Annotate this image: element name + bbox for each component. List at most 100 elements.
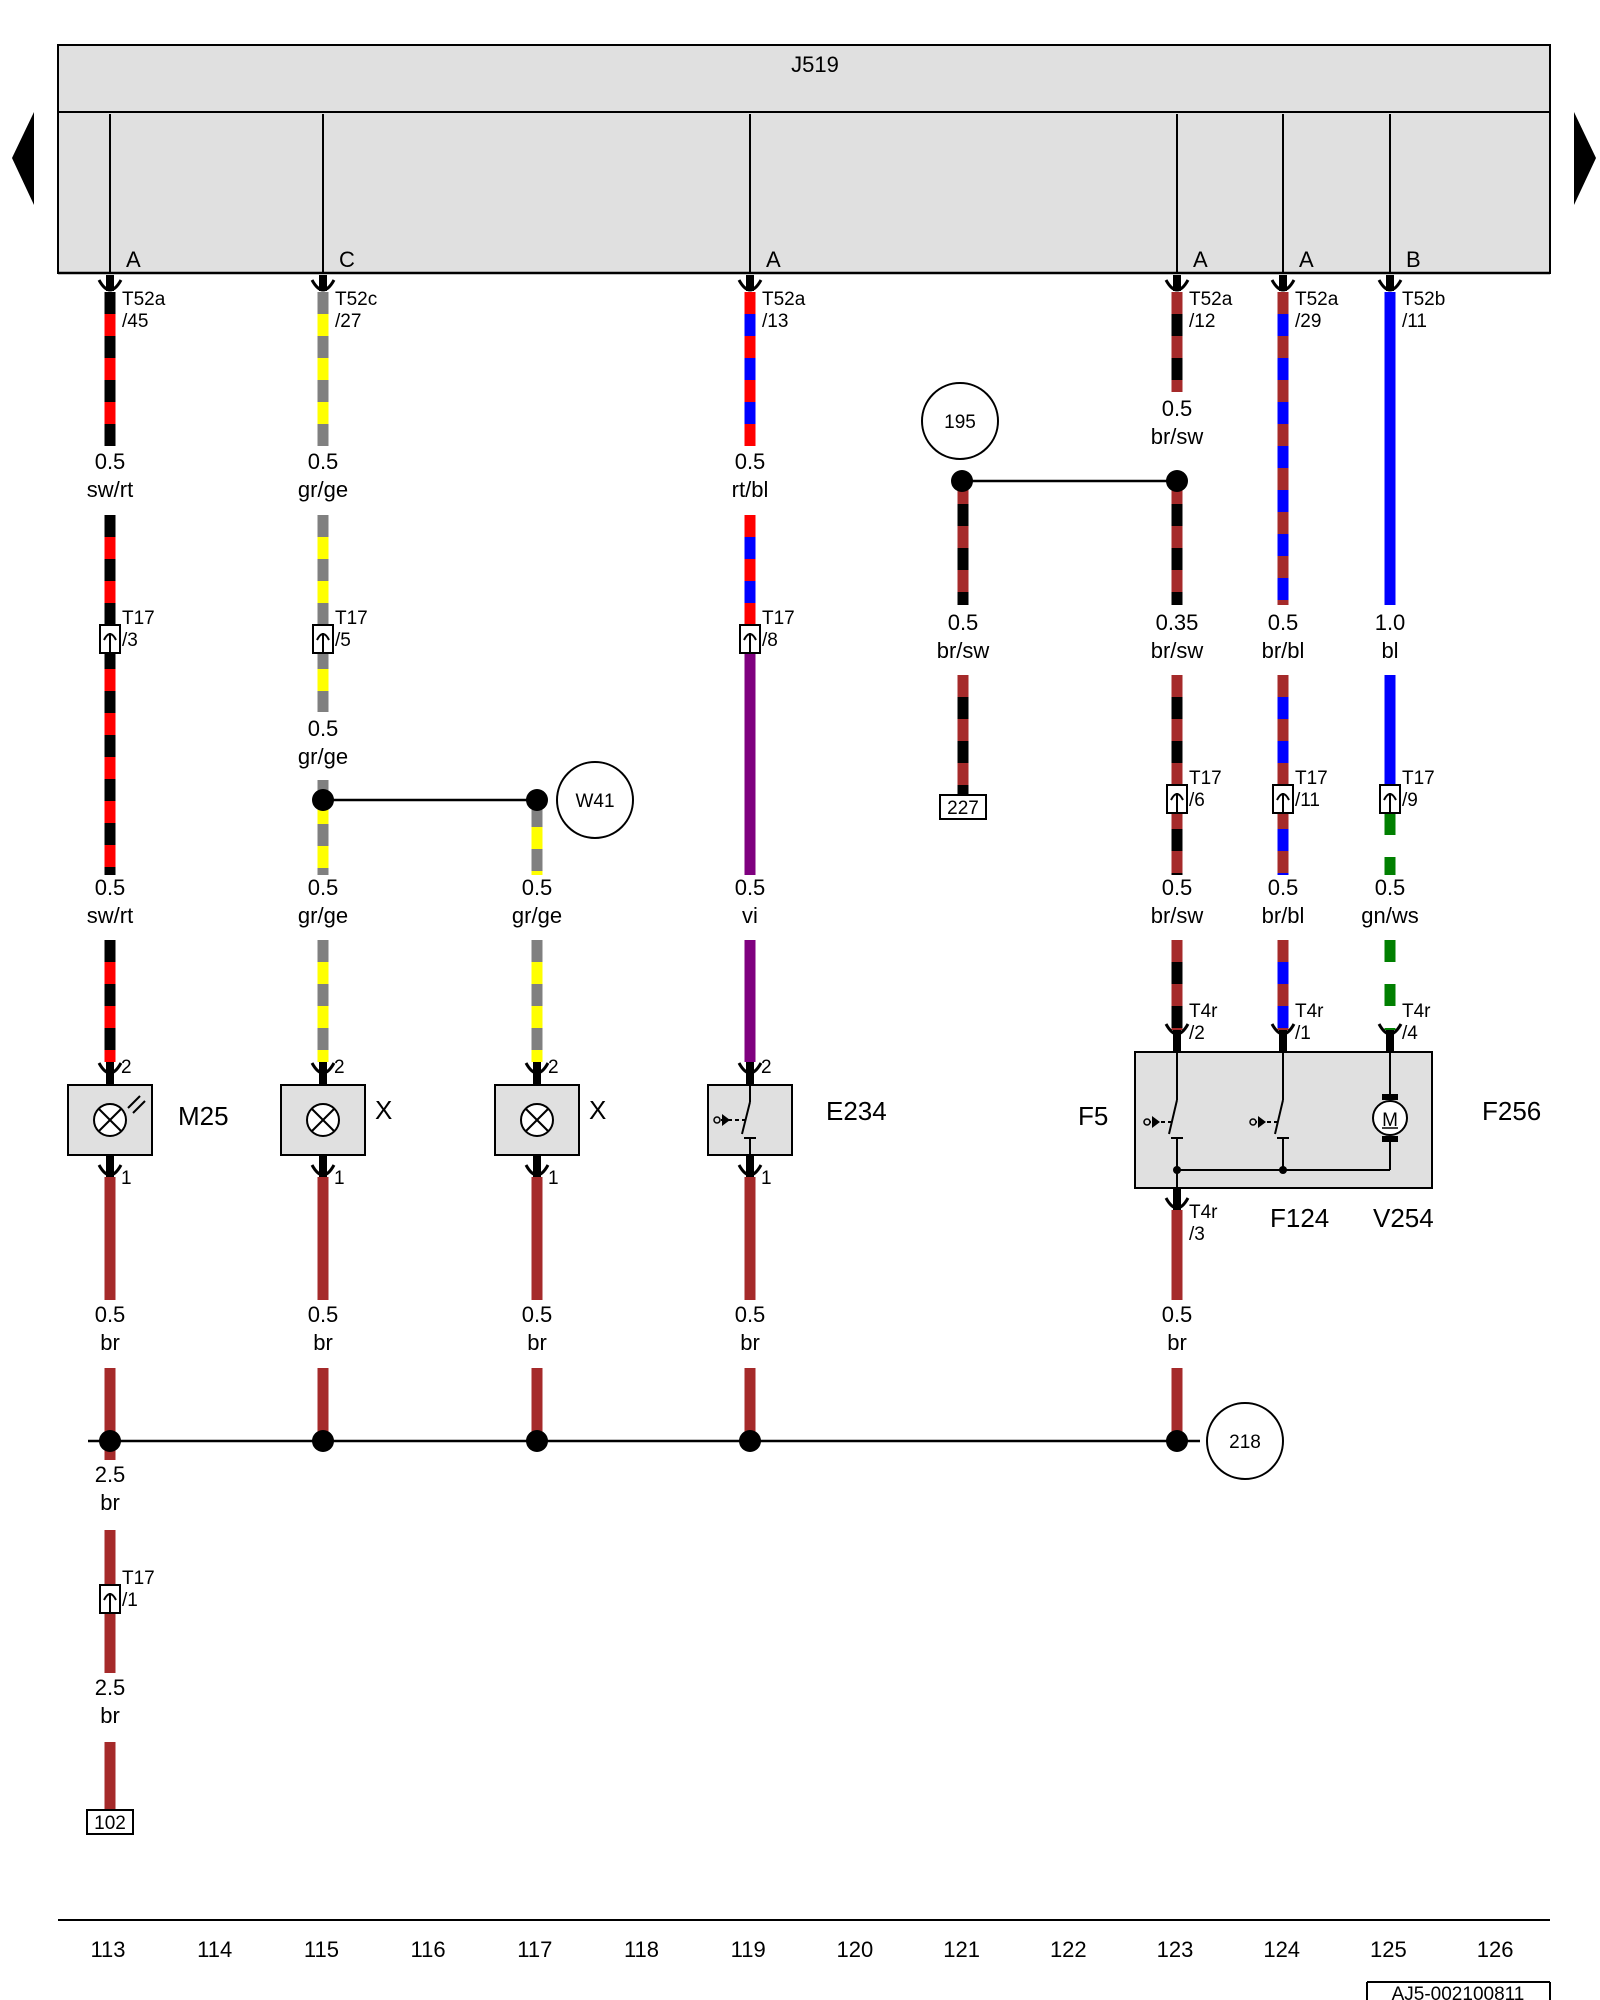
reference-box-102[interactable]: 102	[86, 1809, 134, 1835]
component-x-lamp[interactable]	[280, 1084, 366, 1156]
wire-color: gr/ge	[298, 744, 348, 769]
connector-pin: /12	[1189, 311, 1215, 332]
page-code: A	[766, 247, 781, 272]
wire-segment	[744, 940, 756, 1062]
svg-text:102: 102	[94, 1813, 126, 1834]
reference-box-227[interactable]: 227	[939, 794, 987, 820]
wire-segment	[317, 292, 329, 446]
horizontal-links	[88, 479, 1200, 1443]
wire-color: br/bl	[1262, 638, 1305, 663]
wire-segment	[317, 780, 329, 875]
svg-text:1: 1	[761, 1168, 772, 1189]
connector-name: T4r	[1295, 1001, 1324, 1022]
pin-labels: T52a /45 T52c /27 T52a /13 T52a /12 T52a…	[122, 289, 1445, 1611]
wire-segment	[317, 940, 329, 1062]
connector-pin: /1	[122, 1590, 138, 1611]
wire-segment	[1384, 940, 1396, 1030]
connector-name: T52a	[762, 289, 806, 310]
wire-color: br	[527, 1330, 547, 1355]
triangle-left-icon[interactable]	[12, 112, 34, 205]
component-label: E234	[826, 1096, 887, 1126]
ground-point-w41[interactable]: W41	[556, 761, 634, 839]
connector-pin: /4	[1402, 1023, 1418, 1044]
ground-point-218[interactable]: 218	[1206, 1402, 1284, 1480]
svg-text:227: 227	[947, 798, 979, 819]
wire-segment	[104, 515, 116, 875]
svg-text:218: 218	[1229, 1432, 1261, 1453]
connector-pin: /8	[762, 630, 778, 651]
connector-name: T4r	[1402, 1001, 1431, 1022]
connector-pin: /11	[1295, 790, 1320, 811]
connector-pin: /2	[1189, 1023, 1205, 1044]
component-label: X	[375, 1095, 392, 1125]
component-f256-assembly[interactable]: M	[1134, 1051, 1433, 1189]
component-label: M25	[178, 1101, 229, 1131]
svg-text:2: 2	[548, 1057, 559, 1078]
wire-segment	[531, 805, 543, 875]
column-number: 125	[1370, 1937, 1407, 1962]
wire-color: vi	[742, 903, 758, 928]
wire-segment	[1171, 1210, 1183, 1300]
wire-size: 0.5	[95, 1302, 126, 1327]
component-labels: M25 X X E234 F5 F256 F124 V254	[178, 1095, 1541, 1233]
connector-name: T17	[1295, 768, 1328, 789]
connector-name: T52b	[1402, 289, 1445, 310]
connector-pin: /11	[1402, 311, 1427, 332]
wire-color: sw/rt	[87, 477, 133, 502]
wire-color: br	[313, 1330, 333, 1355]
connector-pin: /5	[335, 630, 351, 651]
component-e234-switch[interactable]	[707, 1084, 793, 1156]
component-label: F5	[1078, 1101, 1108, 1131]
connector-pin: /3	[1189, 1224, 1205, 1245]
wire-segment	[1171, 482, 1183, 605]
wire-color: sw/rt	[87, 903, 133, 928]
wire-color: br/sw	[1151, 903, 1204, 928]
wire-color: br/bl	[1262, 903, 1305, 928]
wire-segment	[1384, 292, 1396, 605]
ground-point-195[interactable]: 195	[921, 382, 999, 460]
column-number: 117	[517, 1937, 552, 1962]
wire-segment	[744, 1177, 756, 1300]
connector-name: T52a	[1295, 289, 1339, 310]
column-number: 124	[1263, 1937, 1300, 1962]
wire-size: 0.5	[1162, 875, 1193, 900]
column-number: 121	[943, 1937, 980, 1962]
wire-size: 0.5	[522, 1302, 553, 1327]
component-m25-lamp[interactable]	[67, 1084, 153, 1156]
wire-segment	[1171, 940, 1183, 1030]
wire-segment	[1384, 813, 1396, 875]
connector-name: T17	[1189, 768, 1222, 789]
wire-size: 0.5	[1375, 875, 1406, 900]
svg-text:195: 195	[944, 412, 976, 433]
svg-text:2: 2	[334, 1057, 345, 1078]
connector-pin: /45	[122, 311, 148, 332]
svg-text:W41: W41	[575, 791, 614, 812]
wire-segment	[104, 292, 116, 446]
wire-color: gr/ge	[298, 903, 348, 928]
wire-size: 0.5	[735, 875, 766, 900]
component-label: X	[589, 1095, 606, 1125]
wire-segment	[531, 1177, 543, 1300]
column-number: 115	[304, 1937, 339, 1962]
svg-text:1: 1	[548, 1168, 559, 1189]
component-x-lamp[interactable]	[494, 1084, 580, 1156]
wire-color: br	[1167, 1330, 1187, 1355]
svg-text:1: 1	[121, 1168, 132, 1189]
control-module-j519: J519 A C A A A B	[57, 44, 1551, 275]
wire-size: 0.5	[308, 1302, 339, 1327]
wire-segment	[104, 1368, 116, 1460]
wire-segment	[317, 515, 329, 712]
svg-text:M: M	[1382, 1110, 1398, 1131]
triangle-right-icon[interactable]	[1574, 112, 1596, 205]
column-number: 126	[1477, 1937, 1514, 1962]
column-number: 120	[837, 1937, 874, 1962]
wire-segment	[1171, 1368, 1183, 1441]
column-number: 123	[1157, 1937, 1194, 1962]
wire-color: br	[740, 1330, 760, 1355]
connector-name: T52a	[122, 289, 166, 310]
wire-color: br/sw	[937, 638, 990, 663]
wire-color: gr/ge	[298, 477, 348, 502]
connector-name: T52c	[335, 289, 377, 310]
component-pin-numbers: 2 1 2 1 2 1 2 1	[121, 1057, 772, 1189]
